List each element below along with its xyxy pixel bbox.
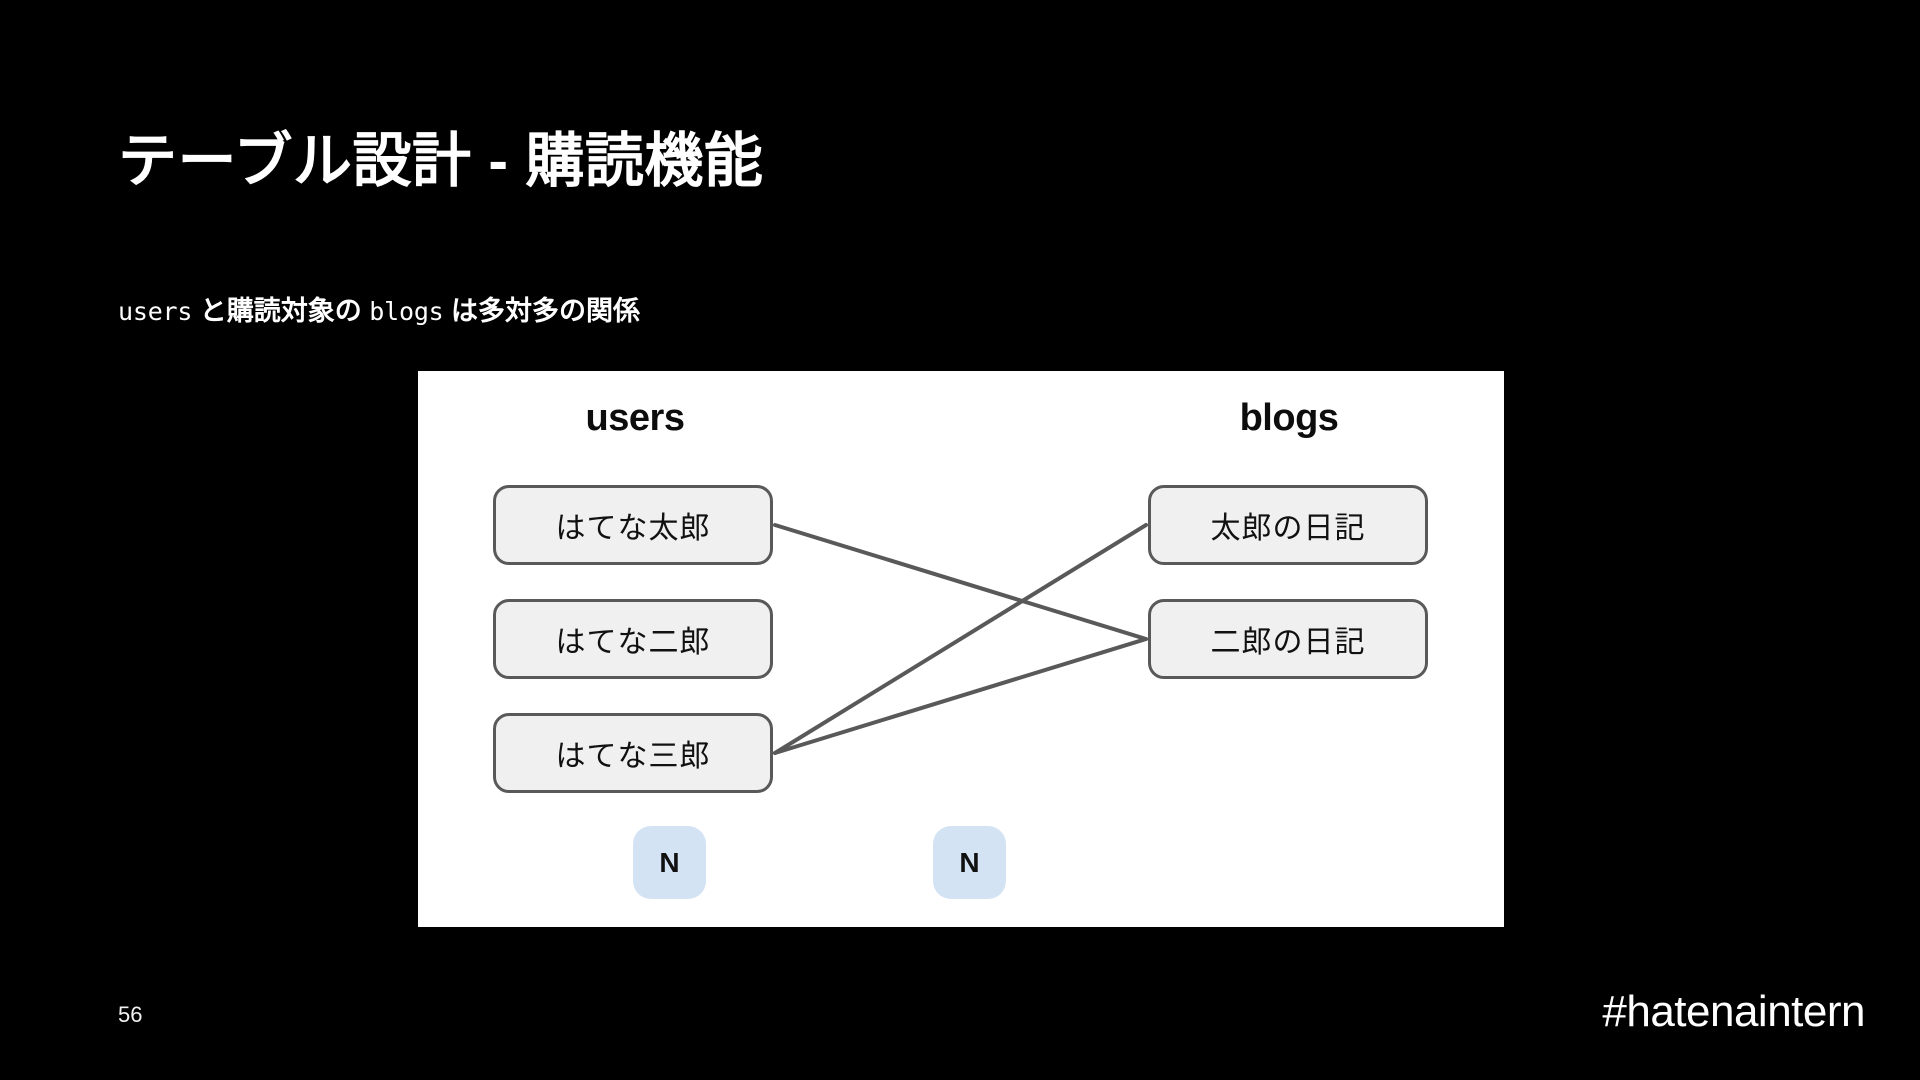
page-number: 56 bbox=[118, 1002, 143, 1027]
connector-line bbox=[773, 523, 1148, 641]
subtitle-text-middle: と購読対象の bbox=[192, 296, 370, 326]
subtitle-code-blogs: blogs bbox=[369, 297, 444, 326]
column-heading-users: users bbox=[585, 397, 685, 439]
connector-line bbox=[773, 637, 1148, 755]
relationship-diagram-panel: users blogs はてな太郎 はてな二郎 はてな三郎 太郎の日記 二郎の日… bbox=[418, 371, 1504, 927]
subtitle-code-users: users bbox=[118, 297, 193, 326]
column-heading-blogs: blogs bbox=[1239, 397, 1339, 439]
page-title: テーブル設計 - 購読機能 bbox=[118, 127, 764, 194]
slide-subtitle: users と購読対象の blogs は多対多の関係 bbox=[118, 295, 640, 327]
user-node-hatena-jiro[interactable]: はてな二郎 bbox=[493, 599, 773, 679]
user-node-hatena-taro[interactable]: はてな太郎 bbox=[493, 485, 773, 565]
connector-lines bbox=[773, 523, 1148, 755]
blog-node-jiro-diary[interactable]: 二郎の日記 bbox=[1148, 599, 1428, 679]
connector-line bbox=[773, 523, 1148, 755]
cardinality-badge-blogs: N bbox=[933, 826, 1006, 899]
subtitle-text-end: は多対多の関係 bbox=[443, 296, 641, 326]
user-node-hatena-saburo[interactable]: はてな三郎 bbox=[493, 713, 773, 793]
blog-node-taro-diary[interactable]: 太郎の日記 bbox=[1148, 485, 1428, 565]
cardinality-badge-users: N bbox=[633, 826, 706, 899]
event-hashtag: #hatenaintern bbox=[1602, 987, 1865, 1036]
